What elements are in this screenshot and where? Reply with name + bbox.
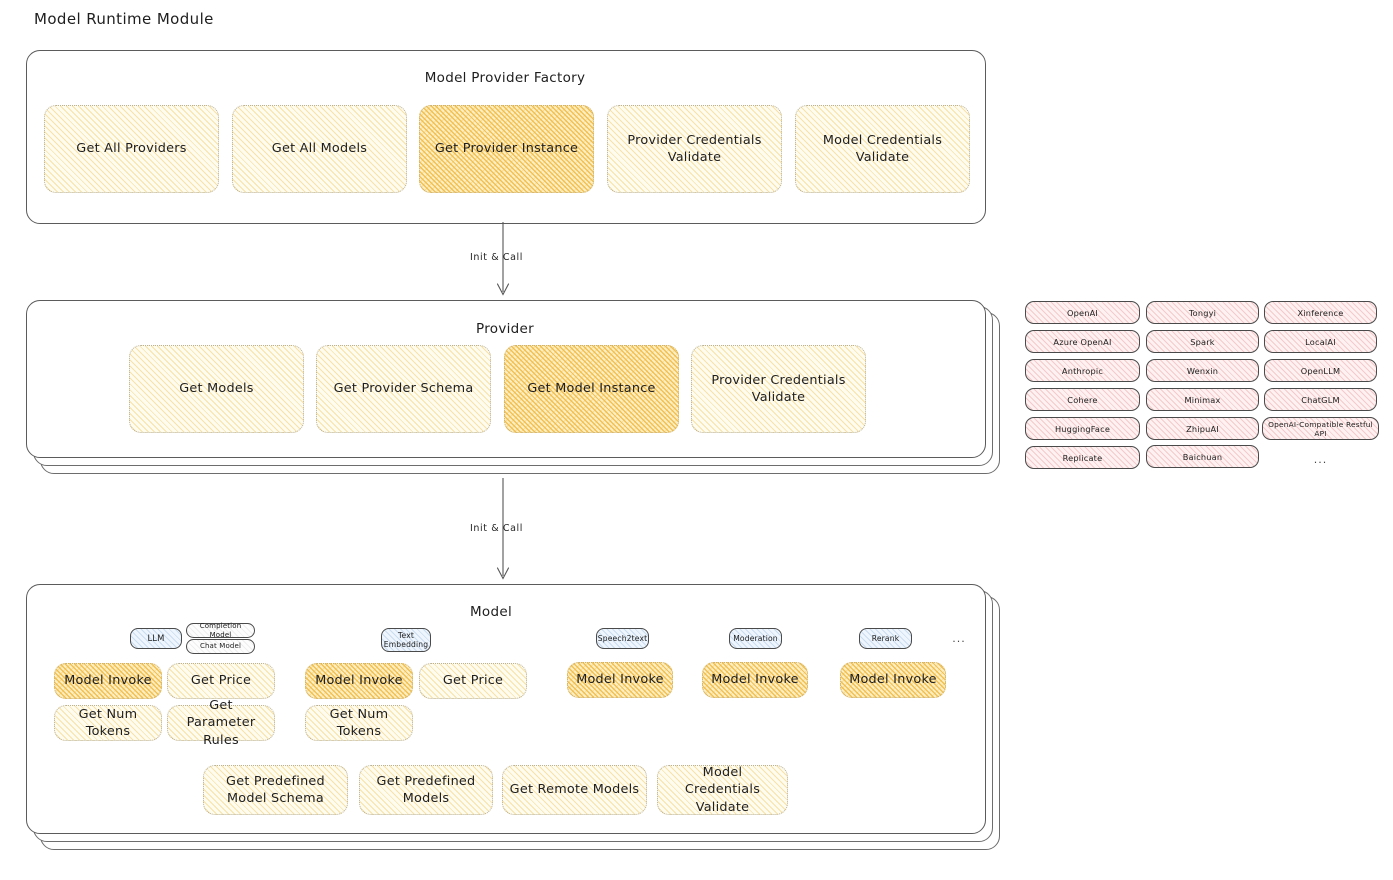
op-textembedding-get-num-tokens[interactable]: Get Num Tokens (305, 705, 413, 741)
badge-chat-model[interactable]: Chat Model (186, 639, 255, 654)
model-types-more: ... (952, 632, 966, 645)
op-llm-model-invoke[interactable]: Model Invoke (54, 663, 162, 699)
op-llm-get-parameter-rules[interactable]: Get Parameter Rules (167, 698, 275, 748)
op-model-credentials-validate-2[interactable]: Model Credentials Validate (657, 765, 788, 815)
badge-completion-model[interactable]: Completion Model (186, 622, 255, 639)
provider-pill-replicate[interactable]: Replicate (1025, 446, 1140, 469)
provider-pill-wenxin[interactable]: Wenxin (1146, 359, 1259, 382)
badge-text-embedding[interactable]: Text Embedding (381, 628, 431, 652)
provider-pill-openllm[interactable]: OpenLLM (1264, 359, 1377, 382)
model-title: Model (469, 604, 513, 620)
arrow-provider-to-model (496, 478, 510, 580)
op-rerank-model-invoke[interactable]: Model Invoke (840, 662, 946, 698)
op-provider-credentials-validate[interactable]: Provider Credentials Validate (607, 105, 782, 193)
op-get-remote-models[interactable]: Get Remote Models (502, 765, 647, 815)
badge-llm[interactable]: LLM (130, 628, 182, 649)
badge-speech2text[interactable]: Speech2text (596, 628, 649, 649)
arrow-factory-to-provider (496, 222, 510, 296)
provider-pill-baichuan[interactable]: Baichuan (1146, 445, 1259, 468)
op-get-all-models[interactable]: Get All Models (232, 105, 407, 193)
op-get-provider-schema[interactable]: Get Provider Schema (316, 345, 491, 433)
provider-pill-cohere[interactable]: Cohere (1025, 388, 1140, 411)
provider-pill-tongyi[interactable]: Tongyi (1146, 301, 1259, 324)
op-llm-get-num-tokens[interactable]: Get Num Tokens (54, 705, 162, 741)
op-get-models[interactable]: Get Models (129, 345, 304, 433)
op-speech2text-model-invoke[interactable]: Model Invoke (567, 662, 673, 698)
badge-moderation[interactable]: Moderation (729, 628, 782, 649)
op-provider-credentials-validate-2[interactable]: Provider Credentials Validate (691, 345, 866, 433)
provider-pill-spark[interactable]: Spark (1146, 330, 1259, 353)
op-get-provider-instance[interactable]: Get Provider Instance (419, 105, 594, 193)
provider-pill-openai-compatible[interactable]: OpenAI-Compatible Restful API (1262, 417, 1379, 440)
op-moderation-model-invoke[interactable]: Model Invoke (702, 662, 808, 698)
op-model-credentials-validate[interactable]: Model Credentials Validate (795, 105, 970, 193)
provider-pill-xinference[interactable]: Xinference (1264, 301, 1377, 324)
op-llm-get-price[interactable]: Get Price (167, 663, 275, 699)
provider-pill-chatglm[interactable]: ChatGLM (1264, 388, 1377, 411)
provider-pill-openai[interactable]: OpenAI (1025, 301, 1140, 324)
arrow-label-init-call-2: Init & Call (470, 523, 523, 534)
page-title: Model Runtime Module (34, 10, 214, 28)
provider-pill-anthropic[interactable]: Anthropic (1025, 359, 1140, 382)
provider-pill-huggingface[interactable]: HuggingFace (1025, 417, 1140, 440)
provider-pill-azure-openai[interactable]: Azure OpenAI (1025, 330, 1140, 353)
provider-list-more: ... (1313, 453, 1328, 466)
arrow-label-init-call-1: Init & Call (470, 252, 523, 263)
op-get-all-providers[interactable]: Get All Providers (44, 105, 219, 193)
provider-title: Provider (476, 321, 534, 337)
op-get-model-instance[interactable]: Get Model Instance (504, 345, 679, 433)
op-get-predefined-models[interactable]: Get Predefined Models (359, 765, 493, 815)
badge-rerank[interactable]: Rerank (859, 628, 912, 649)
op-textembedding-get-price[interactable]: Get Price (419, 663, 527, 699)
provider-pill-zhipuai[interactable]: ZhipuAI (1146, 417, 1259, 440)
provider-pill-localai[interactable]: LocalAI (1264, 330, 1377, 353)
op-get-predefined-model-schema[interactable]: Get Predefined Model Schema (203, 765, 348, 815)
model-provider-factory-title: Model Provider Factory (424, 70, 586, 86)
provider-pill-minimax[interactable]: Minimax (1146, 388, 1259, 411)
op-textembedding-model-invoke[interactable]: Model Invoke (305, 663, 413, 699)
